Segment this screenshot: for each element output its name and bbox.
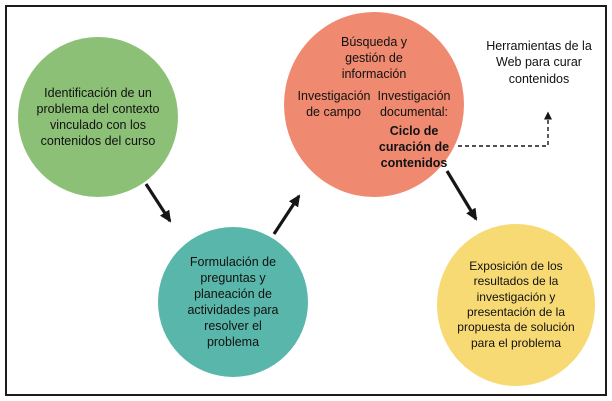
arrow-step3-to-step4 bbox=[445, 170, 478, 221]
content-curation-cycle-label: Ciclo de curación de contenidos bbox=[378, 124, 450, 170]
dashed-arrow-cycle-to-webtools bbox=[458, 111, 552, 147]
node-results-presentation-label: Exposición de los resultados de la inves… bbox=[457, 258, 575, 350]
web-tools-note: Herramientas de la Web para curar conten… bbox=[486, 39, 592, 86]
node-information-search-title: Búsqueda y gestión de información bbox=[340, 35, 408, 81]
node-problem-identification-label: Identificación de un problema del contex… bbox=[36, 86, 160, 148]
node-information-search: Búsqueda y gestión de información Invest… bbox=[284, 12, 464, 197]
node-information-search-columns: Investigación de campo Investigación doc… bbox=[284, 88, 464, 171]
documentary-research-block: Investigación documental: Ciclo de curac… bbox=[378, 88, 451, 171]
field-research-label: Investigación de campo bbox=[297, 89, 371, 119]
node-problem-identification: Identificación de un problema del contex… bbox=[18, 37, 178, 197]
node-results-presentation: Exposición de los resultados de la inves… bbox=[437, 224, 595, 386]
node-question-formulation: Formulación de preguntas y planeación de… bbox=[158, 227, 308, 377]
documentary-research-label: Investigación documental: bbox=[377, 89, 451, 119]
node-question-formulation-label: Formulación de preguntas y planeación de… bbox=[187, 255, 279, 349]
arrow-step1-to-step2 bbox=[144, 183, 172, 223]
arrow-step2-to-step3 bbox=[272, 194, 301, 235]
